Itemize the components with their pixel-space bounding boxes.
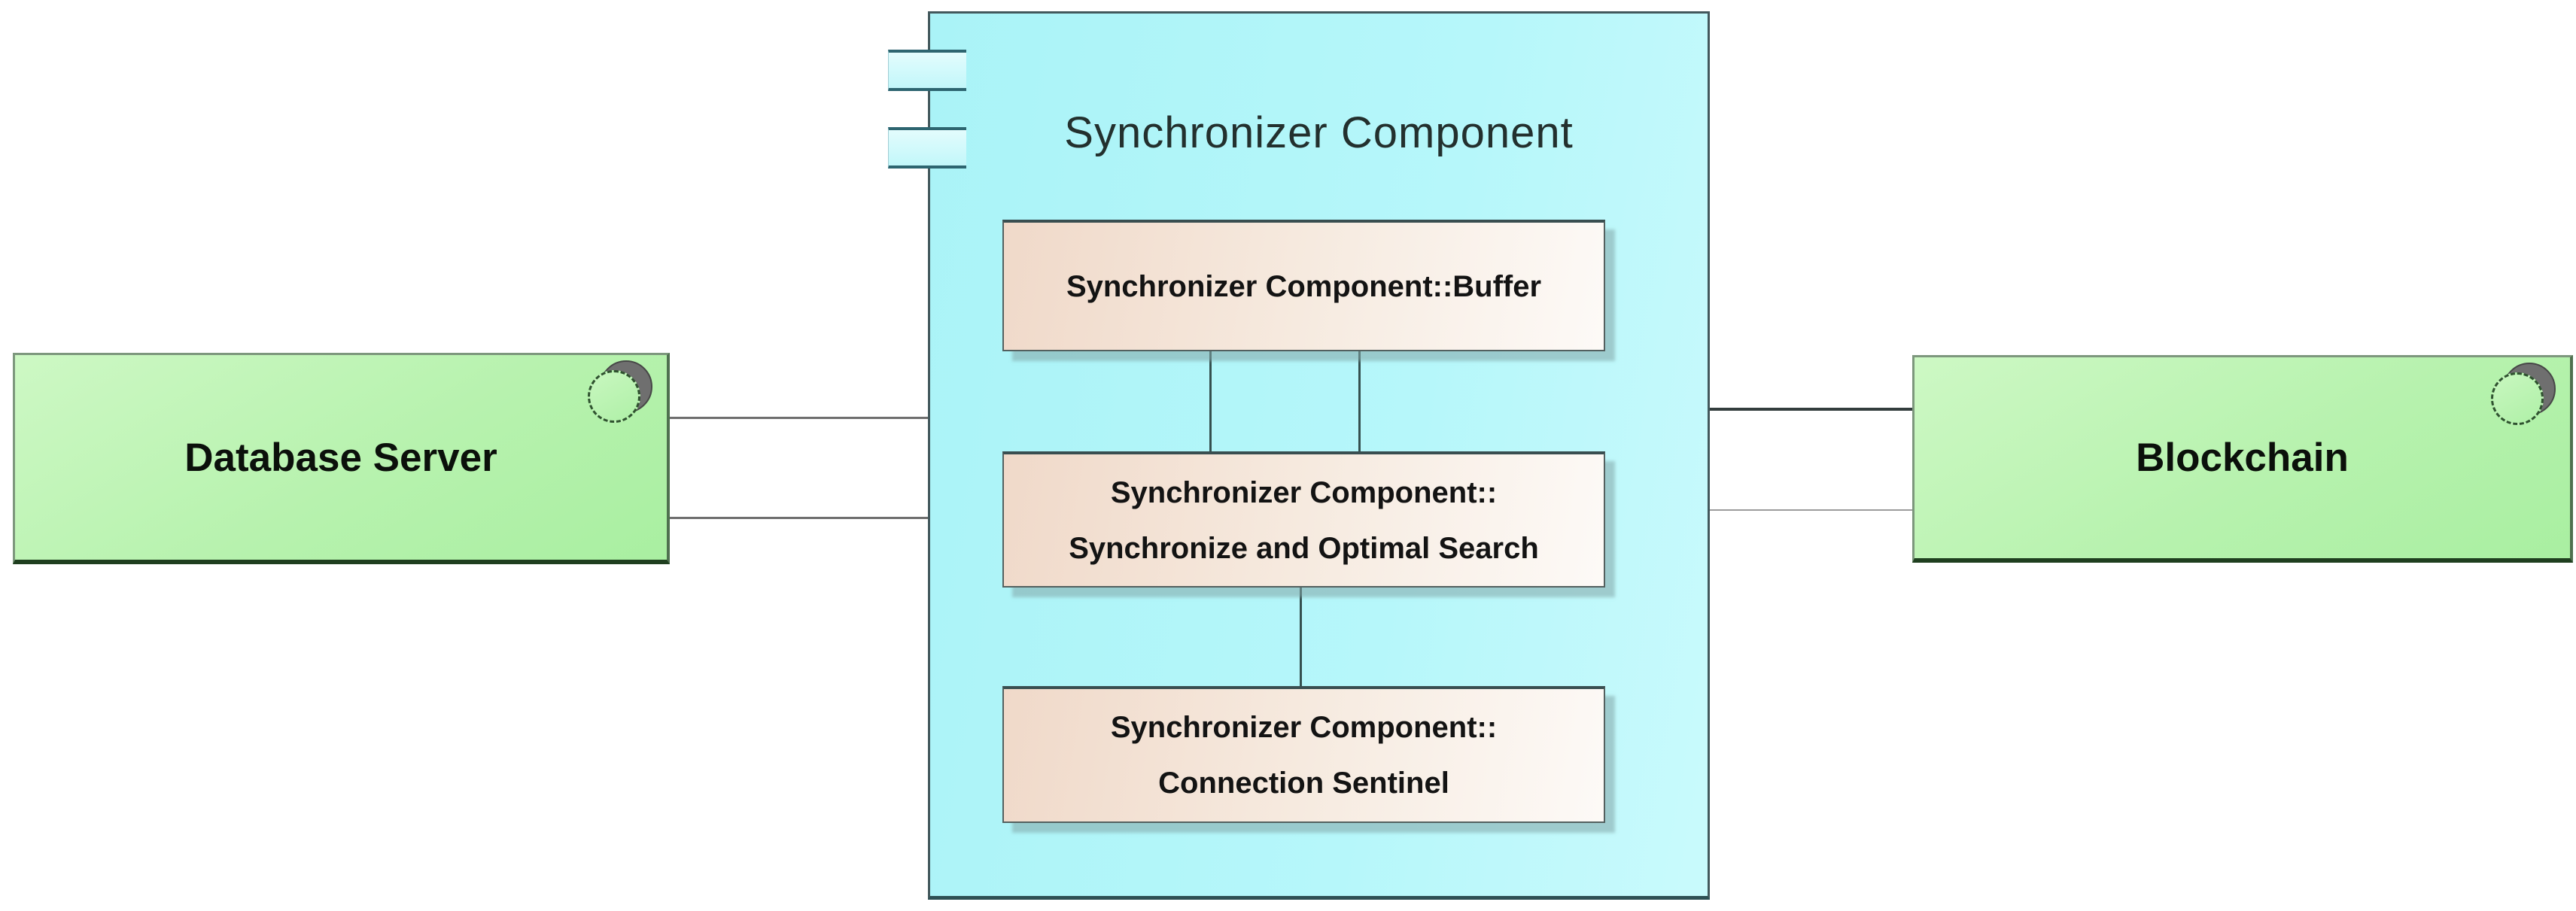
part-connection-sentinel: Synchronizer Component:: Connection Sent…: [1002, 686, 1605, 823]
component-tab-icon-top: [888, 50, 966, 91]
component-tab-icon-bottom: [888, 127, 966, 169]
part-search-label-line1: Synchronizer Component::: [1110, 475, 1498, 509]
part-sentinel-label-line1: Synchronizer Component::: [1110, 711, 1498, 744]
part-buffer: Synchronizer Component::Buffer: [1002, 220, 1605, 351]
part-search-label-line2: Synchronize and Optimal Search: [1069, 531, 1539, 565]
connector-database-synchronizer-lower: [662, 517, 932, 519]
blockchain-label: Blockchain: [2136, 436, 2349, 480]
node-database-server: Database Server: [13, 353, 670, 564]
connector-buffer-search-left: [1209, 346, 1212, 455]
synchronizer-component-title: Synchronizer Component: [1064, 108, 1574, 157]
part-buffer-label: Synchronizer Component::Buffer: [1066, 269, 1542, 303]
part-sentinel-label-line2: Connection Sentinel: [1158, 767, 1449, 800]
node-blockchain: Blockchain: [1912, 355, 2573, 563]
connector-synchronizer-blockchain-upper: [1705, 408, 1916, 411]
part-synchronize-optimal-search: Synchronizer Component:: Synchronize and…: [1002, 451, 1605, 588]
connector-database-synchronizer-upper: [662, 417, 932, 419]
connector-synchronizer-blockchain-lower: [1705, 509, 1916, 511]
connector-search-sentinel: [1300, 583, 1302, 690]
connector-buffer-search-right: [1358, 346, 1361, 455]
interface-circle-icon: [588, 370, 640, 423]
interface-circle-icon: [2491, 372, 2544, 425]
database-server-label: Database Server: [184, 435, 497, 480]
